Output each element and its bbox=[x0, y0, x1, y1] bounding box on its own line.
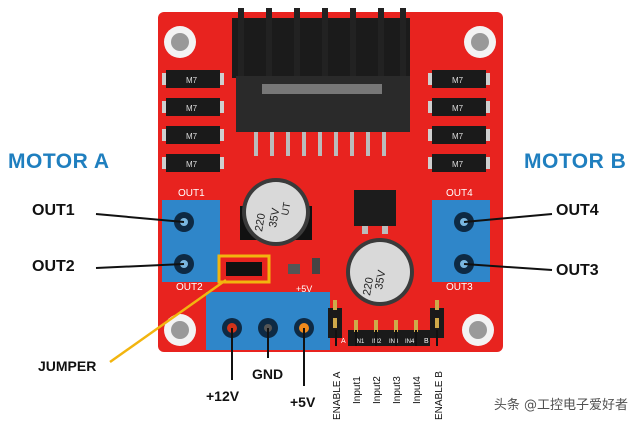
silk-header-in3: IN3 bbox=[389, 339, 399, 345]
gnd-label: GND bbox=[252, 366, 284, 382]
svg-text:35V: 35V bbox=[267, 207, 282, 229]
silk-out2: OUT2 bbox=[176, 282, 203, 293]
motor-b-label: MOTOR B bbox=[524, 150, 627, 173]
l298n-chip bbox=[236, 76, 410, 156]
diode-left-4: M7 bbox=[162, 154, 224, 172]
diode-right-3: M7 bbox=[428, 126, 490, 144]
pin-input4: Input4 bbox=[412, 376, 423, 404]
silk-out4: OUT4 bbox=[446, 188, 473, 199]
jumper bbox=[217, 254, 271, 284]
svg-text:M7: M7 bbox=[186, 132, 198, 141]
out2-label: OUT2 bbox=[32, 258, 75, 275]
header-inputs bbox=[348, 320, 430, 346]
svg-text:M7: M7 bbox=[452, 104, 464, 113]
header-enable-a bbox=[328, 300, 342, 338]
jumper-label: JUMPER bbox=[38, 358, 97, 374]
pin-enable-b: ENABLE B bbox=[434, 371, 445, 420]
svg-text:M7: M7 bbox=[452, 160, 464, 169]
pin-input1: Input1 bbox=[352, 376, 363, 404]
pin-enable-a: ENABLE A bbox=[332, 371, 343, 420]
diode-right-1: M7 bbox=[428, 70, 490, 88]
silk-header-a: A bbox=[341, 338, 346, 345]
heatsink bbox=[232, 8, 410, 78]
diode-right-4: M7 bbox=[428, 154, 490, 172]
watermark: 头条 @工控电子爱好者 bbox=[493, 398, 628, 413]
smd-component-2 bbox=[312, 258, 320, 274]
svg-text:220: 220 bbox=[361, 276, 376, 296]
12v-label: +12V bbox=[206, 388, 240, 404]
svg-text:220: 220 bbox=[253, 212, 268, 232]
diode-right-2: M7 bbox=[428, 98, 490, 116]
silk-5v: +5V bbox=[296, 284, 312, 294]
diode-left-2: M7 bbox=[162, 98, 224, 116]
silk-header-in1: IN1 bbox=[355, 339, 365, 345]
svg-text:UT: UT bbox=[280, 201, 293, 216]
jumper-callout-line bbox=[109, 278, 227, 364]
silk-out3: OUT3 bbox=[446, 282, 473, 293]
svg-text:M7: M7 bbox=[186, 76, 198, 85]
5v-label: +5V bbox=[290, 394, 316, 410]
silk-header-in4: IN4 bbox=[405, 339, 415, 345]
svg-text:M7: M7 bbox=[452, 132, 464, 141]
diode-left-3: M7 bbox=[162, 126, 224, 144]
svg-text:M7: M7 bbox=[186, 160, 198, 169]
callout-lines bbox=[95, 213, 553, 386]
capacitor-right: 220 35V bbox=[346, 238, 414, 306]
svg-text:35V: 35V bbox=[373, 269, 388, 291]
terminal-motor-a bbox=[162, 200, 220, 282]
smd-component bbox=[288, 264, 300, 274]
pin-input2: Input2 bbox=[372, 376, 383, 404]
voltage-regulator bbox=[354, 190, 396, 234]
out4-label: OUT4 bbox=[556, 202, 599, 219]
silk-header-b: B bbox=[424, 338, 429, 345]
diode-left-1: M7 bbox=[162, 70, 224, 88]
svg-text:M7: M7 bbox=[186, 104, 198, 113]
header-enable-b bbox=[430, 300, 444, 338]
silk-out1: OUT1 bbox=[178, 188, 205, 199]
out3-label: OUT3 bbox=[556, 262, 599, 279]
out1-label: OUT1 bbox=[32, 202, 75, 219]
terminal-motor-b bbox=[432, 200, 490, 282]
motor-a-label: MOTOR A bbox=[8, 150, 110, 173]
mounting-holes bbox=[164, 26, 496, 346]
svg-text:M7: M7 bbox=[452, 76, 464, 85]
pin-input3: Input3 bbox=[392, 376, 403, 404]
capacitor-left: 220 35V UT bbox=[240, 178, 312, 246]
